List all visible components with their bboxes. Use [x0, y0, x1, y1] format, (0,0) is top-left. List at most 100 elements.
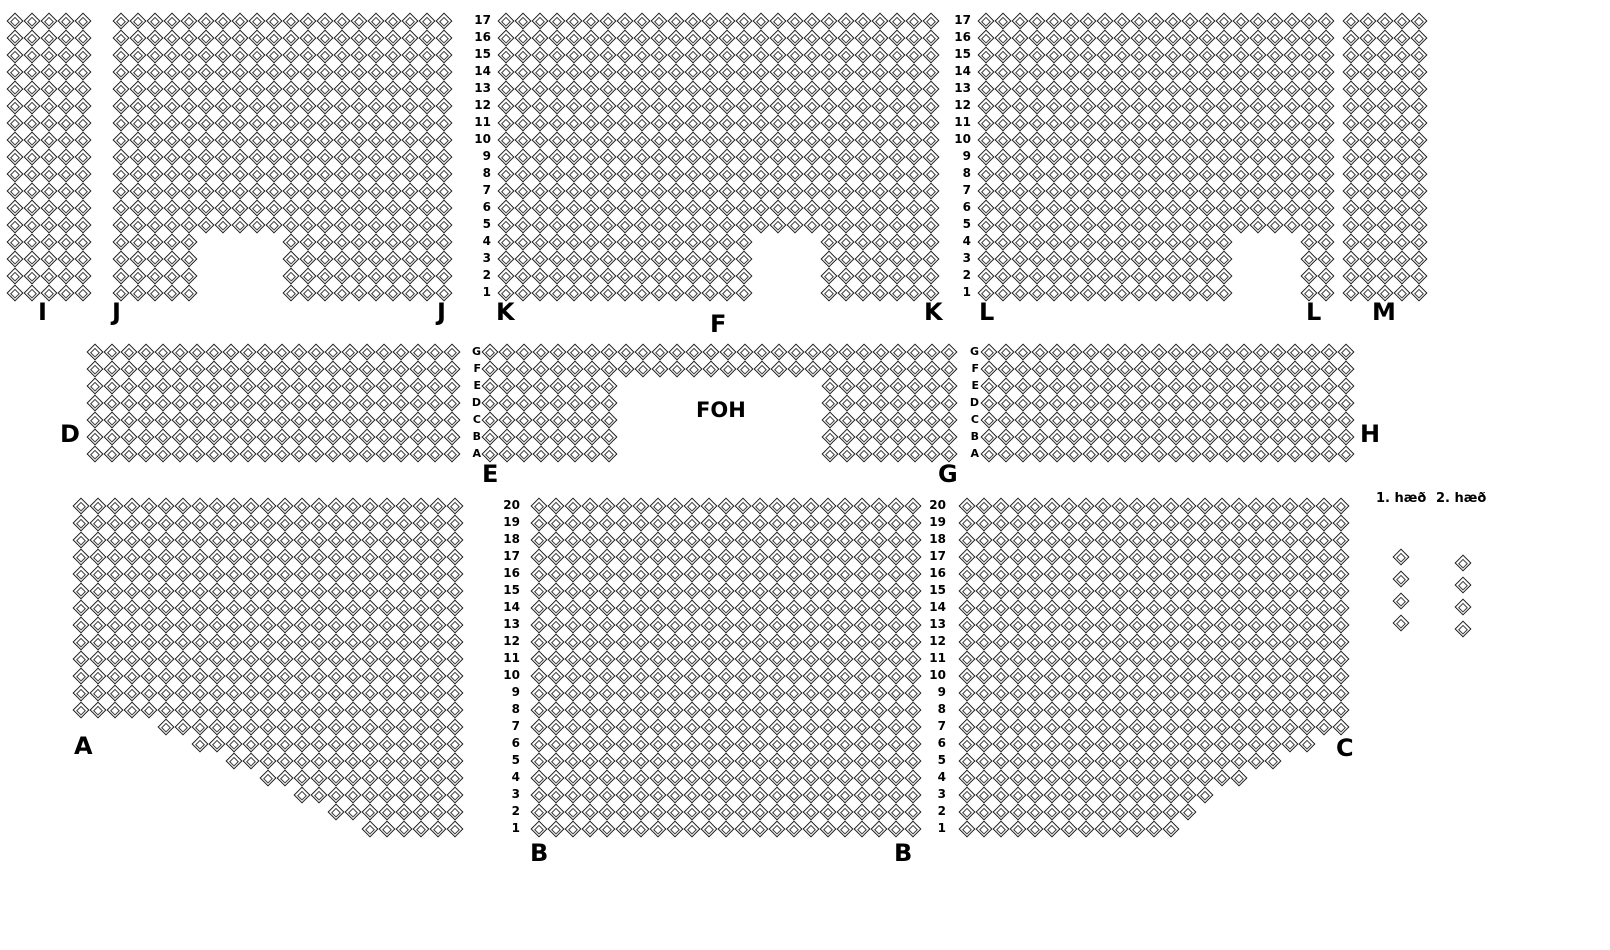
seat-D-r3-c21[interactable] — [426, 411, 443, 428]
seat-A-r5-c12[interactable] — [259, 752, 276, 769]
seat-K-r11-c6[interactable] — [582, 114, 599, 131]
seat-K-r2-c20[interactable] — [820, 267, 837, 284]
seat-J-r1-c15[interactable] — [350, 284, 367, 301]
seat-D-r1-c21[interactable] — [426, 445, 443, 462]
seat-A-r10-c10[interactable] — [225, 667, 242, 684]
seat-C-r7-c13[interactable] — [1162, 718, 1179, 735]
seat-B-r11-c3[interactable] — [564, 650, 581, 667]
seat-J-r4-c5[interactable] — [180, 233, 197, 250]
seat-L-r11-c12[interactable] — [1164, 114, 1181, 131]
seat-L-r2-c7[interactable] — [1079, 267, 1096, 284]
seat-L-r10-c21[interactable] — [1317, 131, 1334, 148]
seat-L-r6-c16[interactable] — [1232, 199, 1249, 216]
seat-K-r4-c21[interactable] — [837, 233, 854, 250]
seat-B-r3-c13[interactable] — [734, 786, 751, 803]
seat-K-r14-c10[interactable] — [650, 63, 667, 80]
seat-H-r3-c5[interactable] — [1048, 411, 1065, 428]
seat-I-r8-c3[interactable] — [40, 165, 57, 182]
seat-K-r11-c18[interactable] — [786, 114, 803, 131]
seat-H-r4-c7[interactable] — [1082, 394, 1099, 411]
seat-A-r12-c16[interactable] — [327, 633, 344, 650]
seat-J-r12-c18[interactable] — [401, 97, 418, 114]
seat-D-r2-c9[interactable] — [222, 428, 239, 445]
seat-C-r15-c4[interactable] — [1009, 582, 1026, 599]
seat-A-r16-c12[interactable] — [259, 565, 276, 582]
seat-K-r8-c18[interactable] — [786, 165, 803, 182]
seat-J-r14-c10[interactable] — [265, 63, 282, 80]
seat-K-r4-c23[interactable] — [871, 233, 888, 250]
seat-J-r14-c17[interactable] — [384, 63, 401, 80]
seat-B-r10-c20[interactable] — [853, 667, 870, 684]
seat-C-r3-c1[interactable] — [958, 786, 975, 803]
seat-F-r2-c28[interactable] — [940, 428, 957, 445]
seat-A-r14-c20[interactable] — [395, 599, 412, 616]
seat-L-r4-c5[interactable] — [1045, 233, 1062, 250]
seat-M-r17-c2[interactable] — [1359, 12, 1376, 29]
seat-D-r3-c8[interactable] — [205, 411, 222, 428]
seat-C-r1-c4[interactable] — [1009, 820, 1026, 837]
seat-I-r8-c4[interactable] — [57, 165, 74, 182]
seat-K-r7-c6[interactable] — [582, 182, 599, 199]
seat-K-r7-c5[interactable] — [565, 182, 582, 199]
seat-A-r12-c14[interactable] — [293, 633, 310, 650]
seat-C-r7-c19[interactable] — [1264, 718, 1281, 735]
seat-K-r4-c11[interactable] — [667, 233, 684, 250]
seat-K-r16-c9[interactable] — [633, 29, 650, 46]
seat-I-r3-c2[interactable] — [23, 250, 40, 267]
seat-K-r7-c4[interactable] — [548, 182, 565, 199]
seat-L-r12-c9[interactable] — [1113, 97, 1130, 114]
seat-H-r5-c1[interactable] — [980, 377, 997, 394]
seat-C-r10-c3[interactable] — [992, 667, 1009, 684]
seat-H-r3-c10[interactable] — [1133, 411, 1150, 428]
seat-H-r3-c20[interactable] — [1303, 411, 1320, 428]
seat-K-r16-c18[interactable] — [786, 29, 803, 46]
seat-C-r12-c11[interactable] — [1128, 633, 1145, 650]
seat-H-r4-c11[interactable] — [1150, 394, 1167, 411]
seat-B-r8-c14[interactable] — [751, 701, 768, 718]
seat-H-r4-c1[interactable] — [980, 394, 997, 411]
seat-B-r18-c17[interactable] — [802, 531, 819, 548]
seat-A-r4-c17[interactable] — [344, 769, 361, 786]
seat-A-r19-c21[interactable] — [412, 514, 429, 531]
seat-F-r2-c23[interactable] — [855, 428, 872, 445]
seat-F-r6-c14[interactable] — [702, 360, 719, 377]
seat-C-r9-c9[interactable] — [1094, 684, 1111, 701]
seat-C-r13-c16[interactable] — [1213, 616, 1230, 633]
seat-A-r18-c3[interactable] — [106, 531, 123, 548]
seat-L-r4-c14[interactable] — [1198, 233, 1215, 250]
seat-K-r16-c11[interactable] — [667, 29, 684, 46]
seat-D-r1-c8[interactable] — [205, 445, 222, 462]
seat-L-r14-c10[interactable] — [1130, 63, 1147, 80]
seat-B-r14-c21[interactable] — [870, 599, 887, 616]
seat-C-r4-c1[interactable] — [958, 769, 975, 786]
seat-C-r8-c2[interactable] — [975, 701, 992, 718]
seat-M-r5-c1[interactable] — [1342, 216, 1359, 233]
seat-J-r13-c15[interactable] — [350, 80, 367, 97]
seat-B-r20-c21[interactable] — [870, 497, 887, 514]
seat-D-r2-c7[interactable] — [188, 428, 205, 445]
seat-K-r5-c7[interactable] — [599, 216, 616, 233]
seat-L-r12-c20[interactable] — [1300, 97, 1317, 114]
seat-A-r3-c15[interactable] — [310, 786, 327, 803]
seat-I-r16-c5[interactable] — [74, 29, 91, 46]
seat-J-r4-c15[interactable] — [350, 233, 367, 250]
seat-K-r16-c25[interactable] — [905, 29, 922, 46]
seat-A-r20-c5[interactable] — [140, 497, 157, 514]
seat-B-r15-c14[interactable] — [751, 582, 768, 599]
seat-J-r14-c6[interactable] — [197, 63, 214, 80]
seat-H-r5-c2[interactable] — [997, 377, 1014, 394]
seat-B-r20-c16[interactable] — [785, 497, 802, 514]
seat-K-r15-c26[interactable] — [922, 46, 939, 63]
seat-C-r13-c10[interactable] — [1111, 616, 1128, 633]
seat-C-r10-c1[interactable] — [958, 667, 975, 684]
seat-C-r19-c6[interactable] — [1043, 514, 1060, 531]
seat-M-r8-c5[interactable] — [1410, 165, 1427, 182]
seat-D-r2-c19[interactable] — [392, 428, 409, 445]
seat-B-r3-c3[interactable] — [564, 786, 581, 803]
seat-B-r14-c8[interactable] — [649, 599, 666, 616]
seat-L-r12-c19[interactable] — [1283, 97, 1300, 114]
seat-B-r1-c17[interactable] — [802, 820, 819, 837]
seat-D-r7-c15[interactable] — [324, 343, 341, 360]
seat-L-r5-c3[interactable] — [1011, 216, 1028, 233]
seat-C-r3-c14[interactable] — [1179, 786, 1196, 803]
